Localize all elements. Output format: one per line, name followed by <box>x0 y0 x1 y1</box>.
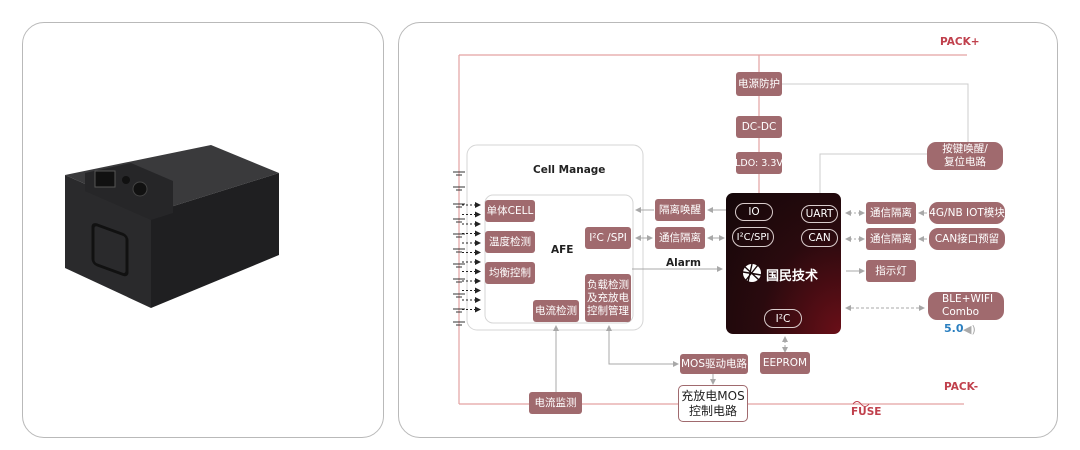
mcu-port-io: IO <box>735 203 773 221</box>
mcu-chip: IO I²C/SPI UART CAN I²C 国民技术 <box>726 193 841 334</box>
battery-right-face <box>151 173 279 308</box>
product-image-panel <box>22 22 384 438</box>
pack-plus-label: PACK+ <box>940 36 980 48</box>
button-icon <box>122 176 130 184</box>
brand-name: 国民技术 <box>766 269 819 284</box>
load-detect-block: 负载检测 及充放电 控制管理 <box>585 274 631 322</box>
isolation-wake-block: 隔离唤醒 <box>655 199 705 221</box>
round-connector-icon <box>132 181 148 197</box>
eeprom-block: EEPROM <box>760 352 810 374</box>
cell-block: 单体CELL <box>485 200 535 222</box>
load-detect-line3: 控制管理 <box>587 304 629 317</box>
ldo-block: LDO: 3.3V <box>735 152 783 174</box>
speaker-icon: ◀) <box>963 323 976 336</box>
key-wake-reset-block: 按键唤醒/ 复位电路 <box>927 142 1003 170</box>
balance-control-block: 均衡控制 <box>485 262 535 284</box>
uart-comm-isolation-block: 通信隔离 <box>866 202 916 224</box>
iot-module-block: 4G/NB IOT模块 <box>929 202 1005 224</box>
indicator-light-block: 指示灯 <box>866 260 916 282</box>
mos-driver-block: MOS驱动电路 <box>680 354 748 374</box>
afe-container <box>484 194 634 324</box>
power-connector-icon <box>94 170 116 188</box>
mos-control-line2: 控制电路 <box>688 403 737 418</box>
pack-minus-label: PACK- <box>944 381 979 393</box>
mos-control-circuit-block: 充放电MOS 控制电路 <box>678 385 748 422</box>
handle-icon <box>91 223 129 277</box>
key-wake-line1: 按键唤醒/ <box>942 143 988 155</box>
key-wake-line2: 复位电路 <box>944 156 986 168</box>
brand-logo-icon <box>742 263 762 283</box>
ble-wifi-line2: Combo <box>942 306 980 318</box>
can-comm-isolation-block: 通信隔离 <box>866 228 916 250</box>
afe-i2c-spi-block: I²C /SPI <box>585 227 631 249</box>
mcu-port-uart: UART <box>801 205 838 223</box>
fuse-label: FUSE <box>851 406 882 418</box>
dcdc-block: DC-DC <box>736 116 782 138</box>
ble-wifi-combo-block: BLE+WIFI Combo <box>928 292 1004 320</box>
fuse-icon <box>852 401 870 407</box>
battery-pack-image <box>65 145 279 308</box>
temperature-detect-block: 温度检测 <box>485 231 535 253</box>
load-detect-line2: 及充放电 <box>587 291 629 304</box>
ble-wifi-line1: BLE+WIFI <box>942 293 994 305</box>
comm-isolation-block: 通信隔离 <box>655 227 705 249</box>
power-protection-block: 电源防护 <box>736 72 782 96</box>
mos-control-line1: 充放电MOS <box>681 388 745 403</box>
bluetooth-version: 5.0 <box>944 322 964 335</box>
alarm-label: Alarm <box>666 257 701 269</box>
mcu-port-i2c: I²C <box>764 309 802 328</box>
afe-label: AFE <box>551 244 574 256</box>
mcu-port-can: CAN <box>801 229 838 247</box>
current-detect-block: 电流检测 <box>533 300 579 322</box>
mcu-port-i2c-spi: I²C/SPI <box>732 227 774 247</box>
current-monitor-block: 电流监测 <box>529 392 582 414</box>
cell-manage-title: Cell Manage <box>533 164 606 176</box>
can-port-reserved-block: CAN接口预留 <box>929 228 1005 250</box>
load-detect-line1: 负载检测 <box>587 278 629 291</box>
